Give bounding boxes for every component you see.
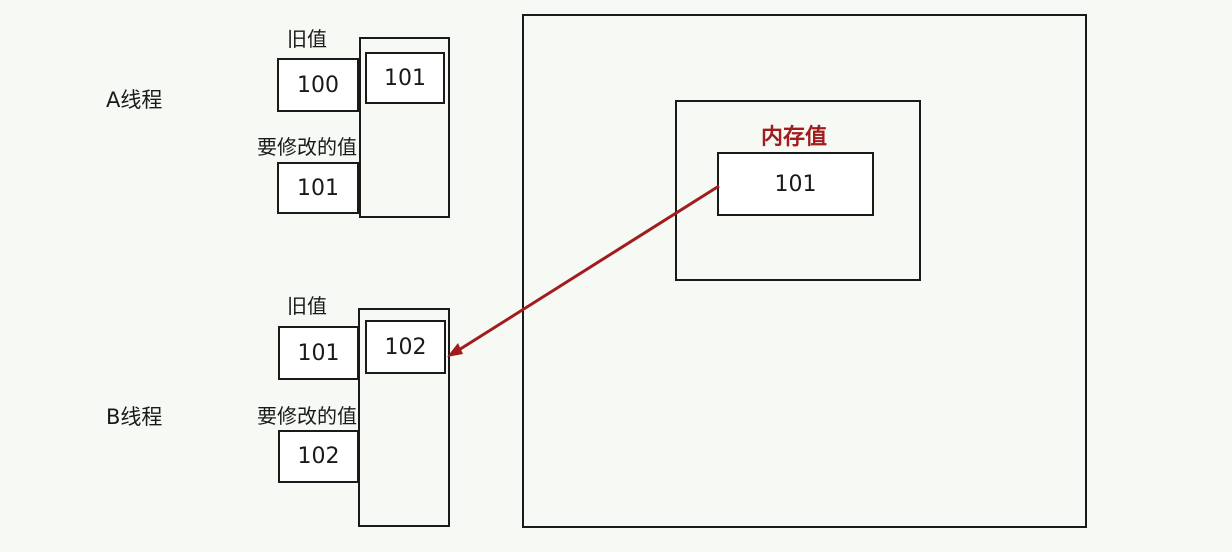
thread-a-new-value-label: 要修改的值 — [257, 135, 357, 159]
thread-b-stored-value-box: 102 — [365, 320, 446, 374]
thread-a-stored-value-box: 101 — [365, 52, 445, 104]
thread-b-label: B线程 — [106, 405, 163, 429]
thread-b-old-value-box: 101 — [278, 326, 359, 380]
main-memory-frame — [522, 14, 1087, 528]
thread-a-new-value-box: 101 — [277, 162, 359, 214]
thread-a-container — [359, 37, 450, 218]
thread-a-old-value-box: 100 — [277, 58, 359, 112]
memory-inner-frame — [675, 100, 921, 281]
memory-value-box: 101 — [717, 152, 874, 216]
thread-b-old-value-label: 旧值 — [287, 294, 327, 318]
thread-b-container — [358, 308, 450, 527]
thread-b-new-value-label: 要修改的值 — [257, 404, 357, 428]
read-arrow-head — [447, 343, 463, 357]
thread-a-old-value-label: 旧值 — [287, 27, 327, 51]
read-arrow-line — [453, 184, 720, 355]
thread-b-new-value-box: 102 — [278, 430, 359, 483]
memory-value-title: 内存值 — [761, 125, 828, 150]
thread-a-label: A线程 — [106, 88, 163, 112]
